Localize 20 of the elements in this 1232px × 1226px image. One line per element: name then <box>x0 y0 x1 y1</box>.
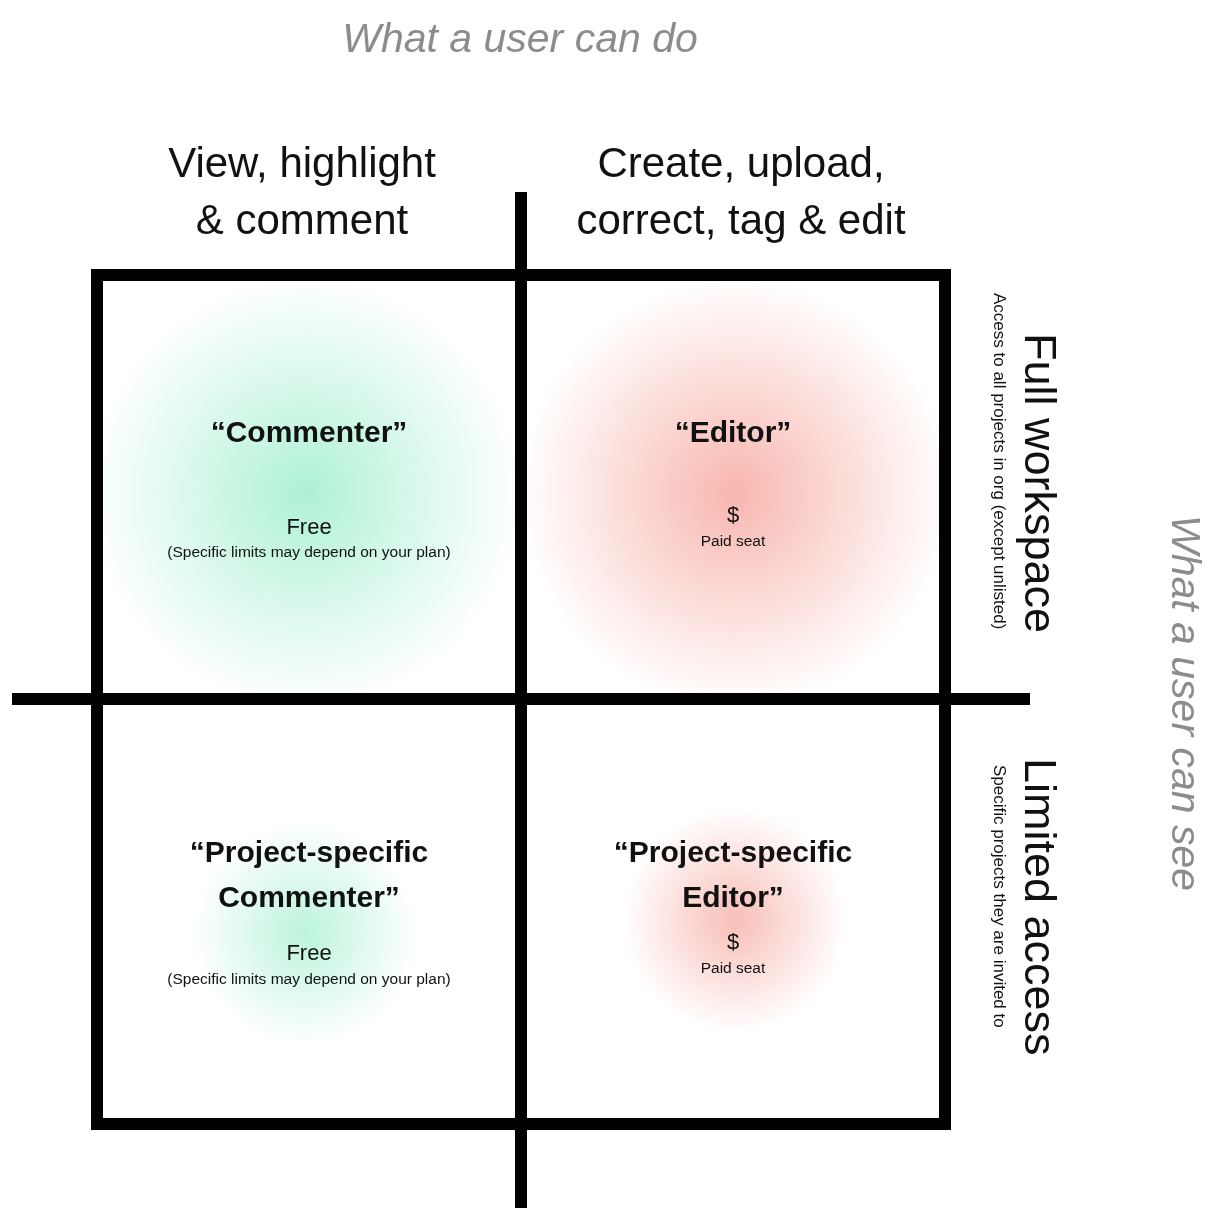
row-description: Specific projects they are invited to <box>990 765 1008 1028</box>
axis-title: What a user can do <box>341 14 699 63</box>
role-title: “Project-specific Commenter” <box>188 833 430 915</box>
column-header: View, highlight & comment <box>167 138 437 245</box>
price-label: $ <box>725 502 741 528</box>
row-header: Limited access <box>1017 758 1063 1056</box>
role-title: “Project-specific Editor” <box>612 833 854 915</box>
price-label: $ <box>725 929 741 955</box>
role-title: “Commenter” <box>209 413 409 450</box>
row-header: Full workspace <box>1017 333 1063 634</box>
pricing-note: Paid seat <box>699 530 767 550</box>
column-header: Create, upload, correct, tag & edit <box>575 138 907 245</box>
pricing-note: (Specific limits may depend on your plan) <box>166 968 452 988</box>
pricing-note: (Specific limits may depend on your plan) <box>166 541 452 561</box>
price-label: Free <box>285 514 333 540</box>
role-title: “Editor” <box>673 413 793 450</box>
row-description: Access to all projects in org (except unlisted) <box>990 293 1008 630</box>
pricing-note: Paid seat <box>699 957 767 977</box>
axis-title: What a user can see <box>1164 515 1206 892</box>
price-label: Free <box>285 940 333 966</box>
